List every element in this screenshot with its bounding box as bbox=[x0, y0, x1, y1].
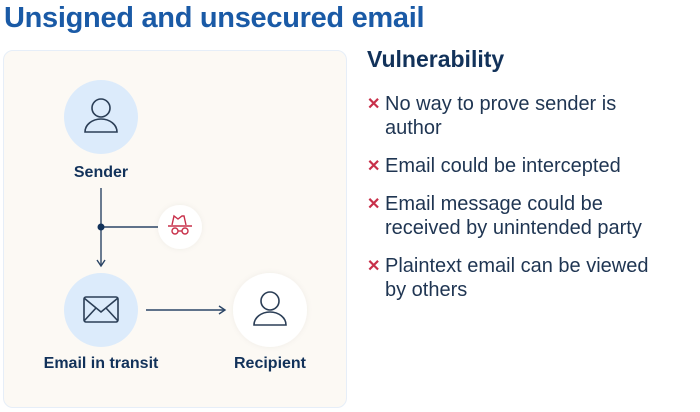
person-icon bbox=[84, 98, 118, 133]
item-text: received by unintended party bbox=[385, 217, 642, 239]
recipient-label: Recipient bbox=[233, 355, 307, 372]
email-in-transit-label: Email in transit bbox=[43, 355, 159, 372]
x-icon: ✕ bbox=[367, 258, 381, 275]
item-text: Plaintext email can be viewed bbox=[385, 255, 649, 277]
item-text: author bbox=[385, 117, 442, 139]
x-icon: ✕ bbox=[367, 158, 381, 175]
item-text: No way to prove sender is bbox=[385, 93, 617, 115]
junction-dot bbox=[97, 223, 105, 231]
x-icon: ✕ bbox=[367, 196, 381, 213]
email-node bbox=[64, 273, 138, 347]
x-icon: ✕ bbox=[367, 96, 381, 113]
sender-node bbox=[64, 80, 138, 154]
diagram bbox=[64, 80, 307, 347]
item-text: Email could be intercepted bbox=[385, 155, 621, 177]
page-title: Unsigned and unsecured email bbox=[4, 2, 425, 34]
item-text: by others bbox=[385, 279, 468, 301]
interceptor-node bbox=[158, 205, 202, 249]
vulnerability-heading: Vulnerability bbox=[367, 46, 505, 72]
sender-label: Sender bbox=[73, 164, 129, 181]
envelope-icon bbox=[83, 296, 119, 323]
person-icon bbox=[253, 291, 287, 326]
spy-icon bbox=[168, 214, 192, 235]
vulnerability-item: ✕Email could be intercepted bbox=[367, 154, 621, 179]
recipient-node bbox=[233, 273, 307, 347]
item-text: Email message could be bbox=[385, 193, 603, 215]
